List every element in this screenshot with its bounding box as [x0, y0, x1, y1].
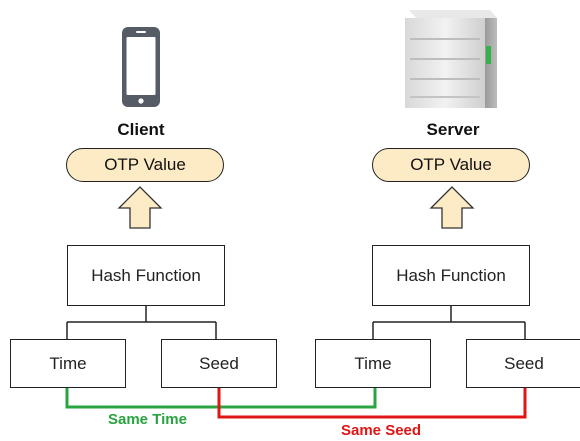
client-title: Client: [117, 120, 165, 139]
smartphone-icon: [122, 27, 160, 107]
server-time-box: Time: [315, 339, 431, 388]
client-connector: [66, 306, 217, 339]
server-seed-box: Seed: [466, 339, 580, 388]
server-otp-value: OTP Value: [372, 148, 530, 182]
client-seed-box: Seed: [161, 339, 277, 388]
client-hash-function-box: Hash Function: [67, 245, 225, 306]
server-tower-icon: [405, 10, 497, 108]
server-hash-function-box: Hash Function: [372, 245, 530, 306]
client-otp-value: OTP Value: [66, 148, 224, 182]
client-time-box: Time: [10, 339, 126, 388]
server-connector: [372, 306, 526, 339]
server-title: Server: [426, 120, 480, 139]
same-seed-label: Same Seed: [341, 422, 422, 439]
same-seed-link: [217, 387, 527, 419]
client-up-arrow-icon: [117, 186, 163, 229]
same-time-link: [65, 387, 377, 409]
same-time-label: Same Time: [108, 411, 187, 428]
server-up-arrow-icon: [429, 186, 475, 229]
